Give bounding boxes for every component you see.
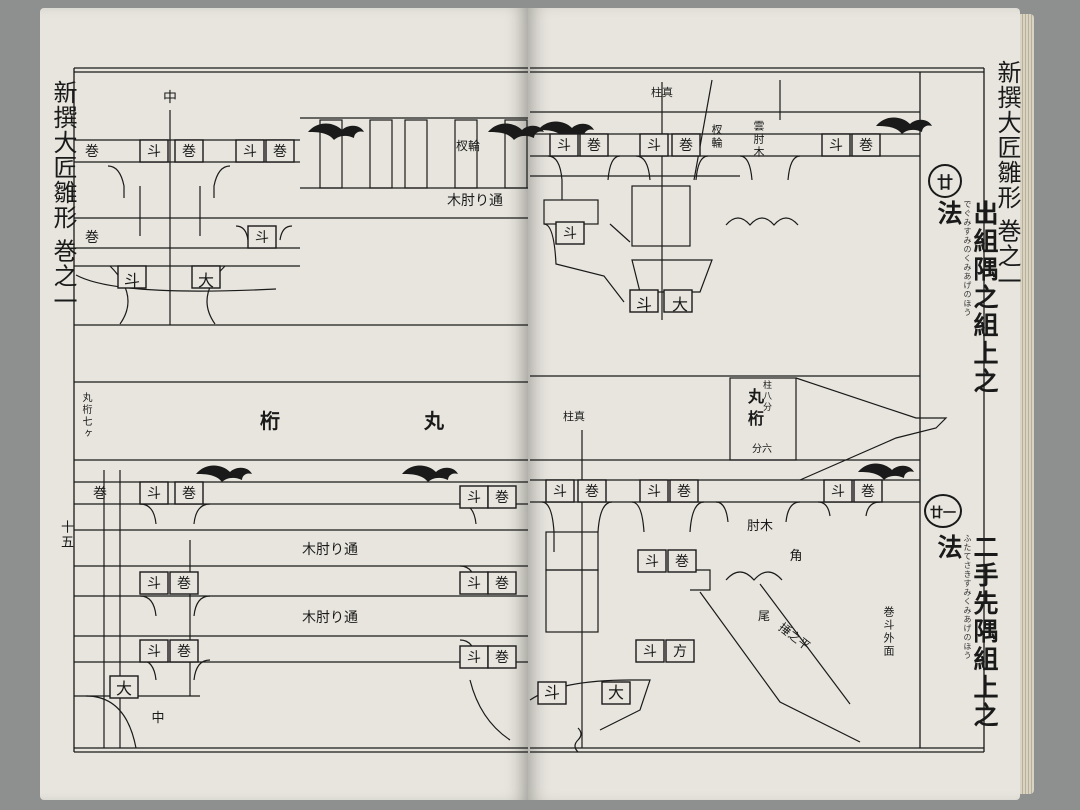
svg-text:斗: 斗 bbox=[557, 138, 571, 154]
svg-text:巻: 巻 bbox=[495, 650, 509, 666]
section-21-ruby: ふたてさきすみくみあげのほう bbox=[963, 534, 972, 660]
hijiki-21: 肘木 bbox=[747, 519, 773, 534]
svg-text:斗: 斗 bbox=[647, 484, 661, 500]
cloud-ornament-4 bbox=[402, 465, 458, 482]
svg-text:斗: 斗 bbox=[255, 230, 269, 246]
upper-right-bracket bbox=[530, 79, 920, 320]
svg-text:大: 大 bbox=[672, 295, 688, 314]
svg-text:巻: 巻 bbox=[177, 576, 191, 592]
hijiki-dori-upper: 木肘り通 bbox=[447, 193, 503, 209]
svg-text:斗: 斗 bbox=[563, 226, 577, 242]
svg-text:巻: 巻 bbox=[85, 144, 99, 160]
section-20-title: 出組隅之組上之法 bbox=[934, 200, 999, 396]
lower-left-bracket bbox=[74, 470, 528, 749]
hashira-shin-21: 柱真 bbox=[563, 409, 585, 423]
svg-text:巻: 巻 bbox=[495, 576, 509, 592]
svg-text:巻: 巻 bbox=[177, 644, 191, 660]
svg-text:巻: 巻 bbox=[861, 484, 875, 500]
hijiki-dori-lower-1: 木肘り通 bbox=[302, 542, 358, 558]
svg-text:巻: 巻 bbox=[679, 138, 693, 154]
spine-header-left: 新撰大匠雛形 巻之一 bbox=[49, 80, 77, 314]
makito-sotomen-label: 巻斗外面 bbox=[882, 606, 895, 658]
right-frame bbox=[530, 67, 985, 753]
svg-text:斗: 斗 bbox=[124, 271, 140, 290]
svg-text:巻: 巻 bbox=[273, 144, 287, 160]
svg-text:斗: 斗 bbox=[147, 486, 161, 502]
right-page bbox=[528, 8, 1020, 800]
lower-right-boxes bbox=[537, 479, 883, 705]
kirin-label-20: 杈輪 bbox=[710, 124, 723, 150]
svg-text:斗: 斗 bbox=[147, 144, 161, 160]
maruketa-right-1: 丸 bbox=[747, 387, 765, 406]
lower-right-cloud bbox=[858, 463, 914, 480]
svg-text:斗: 斗 bbox=[643, 644, 657, 660]
svg-text:大: 大 bbox=[608, 683, 624, 702]
svg-text:巻: 巻 bbox=[675, 554, 689, 570]
maruketa-note: 丸桁七ヶ bbox=[80, 392, 91, 440]
roku-bu-label: 分六 bbox=[752, 443, 772, 455]
kado-21: 角 bbox=[789, 549, 802, 564]
maruketa-note-right: 柱八分 bbox=[761, 380, 771, 413]
section-21-title: 二手先隅組上之法 bbox=[934, 534, 999, 730]
svg-text:巻: 巻 bbox=[182, 486, 196, 502]
svg-text:巻: 巻 bbox=[495, 490, 509, 506]
section-20-ruby: でぐみすみのくみあげのほう bbox=[963, 200, 972, 317]
onohira-label: 尾 bbox=[758, 609, 770, 623]
svg-text:斗: 斗 bbox=[147, 644, 161, 660]
svg-text:巻: 巻 bbox=[182, 144, 196, 160]
page-edge bbox=[1020, 14, 1034, 794]
svg-text:斗: 斗 bbox=[647, 138, 661, 154]
maruketa-left-2: 丸 bbox=[423, 409, 445, 433]
svg-text:斗: 斗 bbox=[831, 484, 845, 500]
section-21-number: 廿一 bbox=[924, 494, 962, 528]
svg-text:斗: 斗 bbox=[467, 490, 481, 506]
hashira-shin-20: 柱真 bbox=[651, 85, 673, 99]
svg-text:斗: 斗 bbox=[553, 484, 567, 500]
cloud-ornament-1 bbox=[308, 123, 364, 140]
spine-header-right: 新撰大匠雛形 巻之一 bbox=[993, 60, 1021, 294]
center-mark-top: 中 bbox=[163, 90, 177, 106]
svg-text:斗: 斗 bbox=[636, 295, 652, 314]
svg-text:斗: 斗 bbox=[147, 576, 161, 592]
left-frame bbox=[73, 67, 528, 753]
svg-text:大: 大 bbox=[198, 271, 214, 290]
svg-text:方: 方 bbox=[673, 644, 687, 660]
cloud-ornament-2 bbox=[488, 123, 544, 140]
maruketa-left-1: 桁 bbox=[260, 409, 280, 433]
svg-text:斗: 斗 bbox=[243, 144, 257, 160]
kirin-label: 杈輪 bbox=[456, 138, 480, 153]
taruki-label: 捶之平 bbox=[776, 620, 813, 653]
svg-text:斗: 斗 bbox=[645, 554, 659, 570]
svg-text:巻: 巻 bbox=[85, 230, 99, 246]
svg-text:大: 大 bbox=[116, 679, 132, 698]
svg-text:巻: 巻 bbox=[677, 484, 691, 500]
svg-text:巻: 巻 bbox=[93, 486, 107, 502]
svg-text:巻: 巻 bbox=[859, 138, 873, 154]
cloud-ornament-3 bbox=[196, 465, 252, 482]
svg-text:斗: 斗 bbox=[467, 650, 481, 666]
svg-text:斗: 斗 bbox=[544, 683, 560, 702]
upper-right-boxes bbox=[549, 133, 881, 313]
hijiki-dori-lower-2: 木肘り通 bbox=[302, 610, 358, 626]
svg-text:巻: 巻 bbox=[587, 138, 601, 154]
svg-text:斗: 斗 bbox=[829, 138, 843, 154]
svg-text:巻: 巻 bbox=[585, 484, 599, 500]
maruketa-right-2: 桁 bbox=[748, 409, 764, 428]
center-mark-bottom: 中 bbox=[151, 711, 164, 726]
diagram-labels: 中 巻 斗 巻 斗 巻 巻 斗 斗 大 杈輪 木肘り通 桁 丸 木肘り通 木肘り… bbox=[85, 85, 875, 726]
page-number-left: 十五 bbox=[58, 520, 73, 550]
lower-right-bracket bbox=[529, 377, 948, 753]
section-20-number: 廿 bbox=[928, 164, 962, 198]
svg-text:斗: 斗 bbox=[467, 576, 481, 592]
lower-left-boxes bbox=[109, 481, 517, 699]
kumo-hijiki-label: 雲肘木 bbox=[752, 120, 765, 159]
